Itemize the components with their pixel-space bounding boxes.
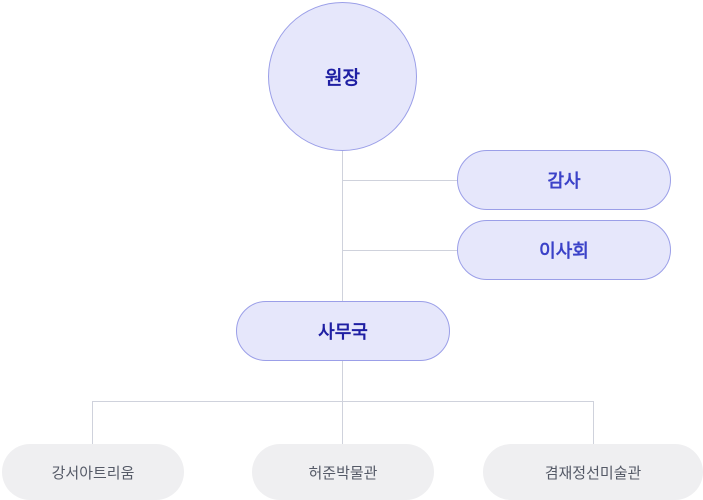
audit-node: 감사	[457, 150, 671, 210]
connector-to-heojun	[342, 401, 343, 444]
connector-to-audit	[343, 180, 458, 181]
board-label: 이사회	[539, 241, 589, 262]
connector-vertical-main	[342, 151, 343, 401]
heojun-museum-node: 허준박물관	[252, 444, 434, 500]
director-label: 원장	[325, 67, 360, 89]
board-node: 이사회	[457, 220, 671, 280]
gyeomjae-art-museum-label: 겸재정선미술관	[544, 463, 642, 482]
gyeomjae-art-museum-node: 겸재정선미술관	[483, 444, 703, 500]
gangseo-artrium-label: 강서아트리움	[51, 463, 135, 482]
connector-horizontal-branch	[92, 401, 594, 402]
connector-to-gyeomjae	[593, 401, 594, 444]
director-node: 원장	[268, 2, 417, 151]
secretariat-label: 사무국	[318, 322, 368, 343]
connector-to-board	[343, 250, 458, 251]
connector-to-gangseo	[92, 401, 93, 444]
secretariat-node: 사무국	[236, 301, 450, 361]
gangseo-artrium-node: 강서아트리움	[2, 444, 184, 500]
heojun-museum-label: 허준박물관	[308, 463, 378, 482]
audit-label: 감사	[547, 171, 581, 192]
